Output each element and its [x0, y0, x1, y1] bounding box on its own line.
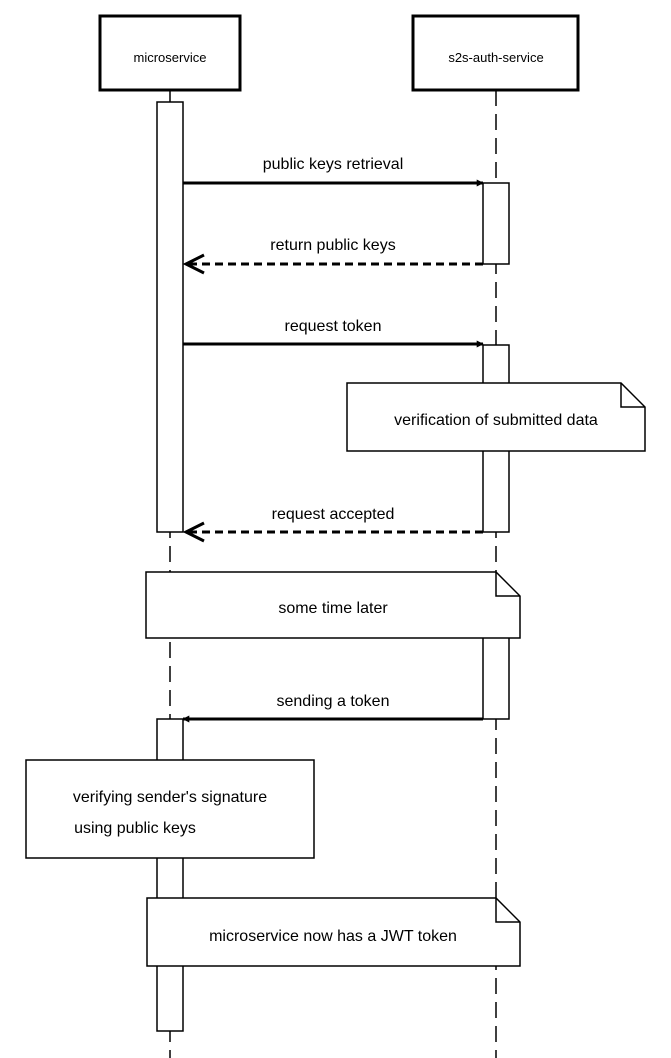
activation-auth-1: [482, 182, 510, 265]
note-time-later-text: some time later: [278, 600, 388, 617]
note-time-later: some time later: [145, 571, 521, 639]
note-verification-text: verification of submitted data: [394, 412, 598, 429]
note-verifying-signature: verifying sender's signature using publi…: [25, 759, 315, 859]
message-request-token-label: request token: [285, 318, 382, 335]
note-verification: verification of submitted data: [346, 382, 646, 452]
note-now-has-token-text: microservice now has a JWT token: [209, 928, 457, 945]
note-verifying-line2: using public keys: [74, 820, 196, 837]
note-verifying-line1: verifying sender's signature: [73, 789, 267, 806]
message-request-accepted-label: request accepted: [272, 506, 395, 523]
return-arrowhead-icon: [182, 521, 205, 543]
activation-microservice-1: [156, 101, 184, 533]
participant-microservice: microservice: [98, 14, 242, 92]
participant-microservice-label: microservice: [134, 50, 207, 65]
participant-auth: s2s-auth-service: [411, 14, 580, 92]
activation-auth-3: [482, 636, 510, 720]
return-arrowhead-icon: [182, 253, 205, 275]
message-return-public-keys-label: return public keys: [270, 237, 395, 254]
message-sending-token-label: sending a token: [277, 693, 390, 710]
participant-auth-label: s2s-auth-service: [448, 50, 543, 65]
message-public-keys-retrieval-label: public keys retrieval: [263, 156, 404, 173]
note-now-has-token: microservice now has a JWT token: [146, 897, 521, 967]
